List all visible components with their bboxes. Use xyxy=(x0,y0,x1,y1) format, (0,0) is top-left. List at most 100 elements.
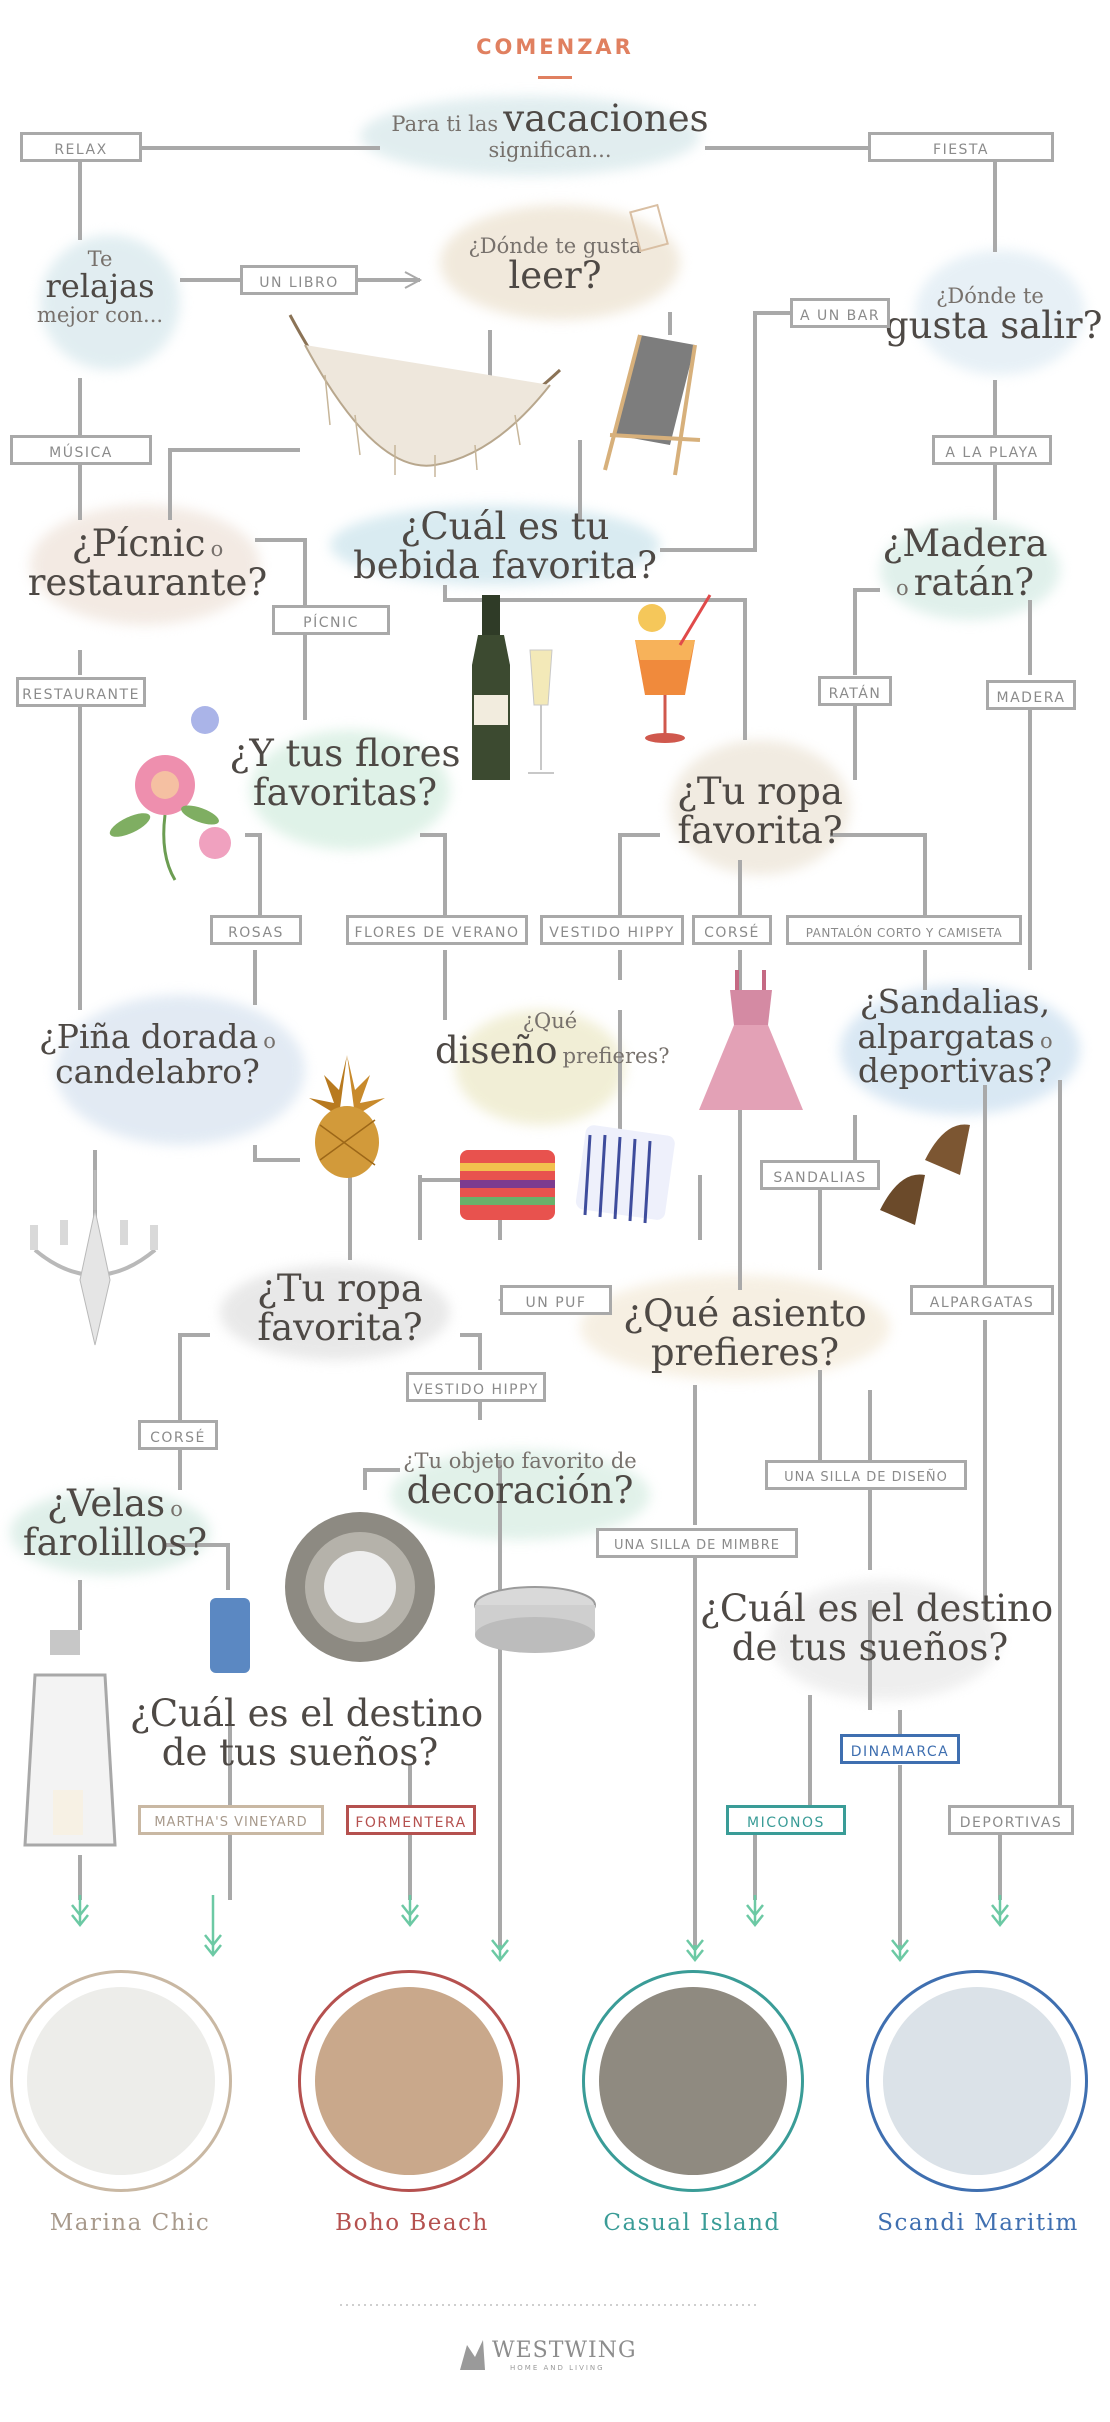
blob-ropa1 xyxy=(670,740,850,875)
sandals-icon xyxy=(880,1124,970,1225)
blob-flores xyxy=(250,730,450,850)
cocktail-icon xyxy=(635,594,712,743)
question-text: o xyxy=(210,537,224,561)
option-alpargatas[interactable]: ALPARGATAS xyxy=(910,1285,1054,1315)
question-text: ¿Piña dorada xyxy=(39,1017,259,1056)
option-deportivas[interactable]: DEPORTIVAS xyxy=(948,1805,1074,1835)
chandelier-icon xyxy=(30,1170,158,1346)
option-picnic[interactable]: PÍCNIC xyxy=(272,605,390,635)
question-text: ¿Cuál es el destino xyxy=(700,1587,1054,1630)
option-marthas-vineyard[interactable]: MARTHA'S VINEYARD xyxy=(138,1805,324,1835)
start-title[interactable]: COMENZAR xyxy=(476,35,634,59)
blob-salir xyxy=(915,250,1085,375)
question-salir: ¿Dónde te gusta salir? xyxy=(885,285,1102,346)
question-objeto: ¿Tu objeto favorito de decoración? xyxy=(390,1450,650,1511)
option-sandalias[interactable]: SANDALIAS xyxy=(760,1160,880,1190)
option-flores-de-verano[interactable]: FLORES DE VERANO xyxy=(346,915,528,945)
blob-objeto xyxy=(390,1450,650,1540)
option-dinamarca[interactable]: DINAMARCA xyxy=(840,1734,960,1764)
question-text: ratán? xyxy=(913,560,1035,604)
candle-icon xyxy=(210,1598,250,1673)
dress-icon xyxy=(699,970,803,1110)
result-boho-beach[interactable]: Boho Beach xyxy=(335,2210,489,2236)
tray-icon xyxy=(474,1586,596,1653)
question-velas: ¿Velas o farolillos? xyxy=(15,1484,215,1564)
question-text: restaurante? xyxy=(27,560,268,604)
option-formentera[interactable]: FORMENTERA xyxy=(346,1805,476,1835)
option-madera[interactable]: MADERA xyxy=(986,680,1076,710)
option-a-la-playa[interactable]: A LA PLAYA xyxy=(932,435,1052,465)
question-leer: ¿Dónde te gusta leer? xyxy=(430,235,680,296)
question-text: vacaciones xyxy=(503,97,709,140)
question-flores: ¿Y tus flores favoritas? xyxy=(225,734,465,814)
hammock-icon xyxy=(288,314,562,477)
option-silla-mimbre[interactable]: UNA SILLA DE MIMBRE xyxy=(596,1528,798,1558)
flowers-icon xyxy=(109,706,231,881)
blob-diseno xyxy=(455,1010,625,1125)
lantern-icon xyxy=(23,1630,117,1847)
striped-cushion-icon xyxy=(460,1150,555,1220)
question-text: o xyxy=(170,1497,183,1521)
brand-name[interactable]: WESTWING xyxy=(492,2338,637,2363)
option-restaurante[interactable]: RESTAURANTE xyxy=(16,677,146,707)
blob-velas xyxy=(10,1490,210,1575)
option-rosas[interactable]: ROSAS xyxy=(210,915,302,945)
option-miconos[interactable]: MICONOS xyxy=(726,1805,846,1835)
blue-cushion-icon xyxy=(575,1125,675,1224)
option-un-libro[interactable]: UN LIBRO xyxy=(240,265,358,295)
question-madera: ¿Madera o ratán? xyxy=(880,524,1050,604)
result-scandi-maritim[interactable]: Scandi Maritim xyxy=(877,2210,1079,2236)
option-un-puf[interactable]: UN PUF xyxy=(500,1285,612,1315)
question-text: o xyxy=(1039,1028,1053,1053)
beach-chair-icon xyxy=(603,334,701,476)
question-text: o xyxy=(895,575,909,600)
question-diseno: ¿Qué diseño prefieres? xyxy=(435,1010,669,1071)
question-text: alpargatas xyxy=(857,1016,1035,1056)
option-vestido-hippy[interactable]: VESTIDO HIPPY xyxy=(540,915,684,945)
pineapple-icon xyxy=(309,1055,385,1178)
question-asiento: ¿Qué asiento prefieres? xyxy=(620,1294,870,1373)
question-text: gusta salir? xyxy=(885,304,1103,348)
question-text: ¿Cuál es tu xyxy=(400,505,610,548)
question-bebida: ¿Cuál es tu bebida favorita? xyxy=(345,505,665,586)
question-vacaciones: Para ti las vacaciones significan... xyxy=(390,97,710,162)
question-text: relajas xyxy=(45,267,155,306)
option-a-un-bar[interactable]: A UN BAR xyxy=(790,298,890,328)
option-pantalon[interactable]: PANTALÓN CORTO Y CAMISETA xyxy=(786,915,1022,945)
option-corse-2[interactable]: CORSÉ xyxy=(138,1420,218,1450)
question-pina: ¿Piña dorada o candelabro? xyxy=(25,1017,290,1089)
result-boho-beach-circle[interactable] xyxy=(298,1970,520,2192)
question-text: Te xyxy=(87,247,113,271)
question-sandalias: ¿Sandalias, alpargatas o deportivas? xyxy=(840,984,1070,1089)
blob-leer xyxy=(440,205,680,320)
result-scandi-maritim-circle[interactable] xyxy=(866,1970,1088,2192)
result-casual-island-circle[interactable] xyxy=(582,1970,804,2192)
question-text: ¿Cuál es el destino xyxy=(130,1692,484,1735)
blob-start xyxy=(360,96,700,176)
title-underline xyxy=(538,76,572,79)
option-corse[interactable]: CORSÉ xyxy=(692,915,772,945)
option-silla-diseno[interactable]: UNA SILLA DE DISEÑO xyxy=(765,1460,967,1490)
question-text: farolillos? xyxy=(22,1520,208,1564)
interior-photo xyxy=(883,1987,1071,2175)
question-ropa1: ¿Tu ropa favorita? xyxy=(660,772,860,851)
option-ratan[interactable]: RATÁN xyxy=(818,676,892,706)
option-fiesta[interactable]: FIESTA xyxy=(868,132,1054,162)
option-relax[interactable]: RELAX xyxy=(20,132,142,162)
option-musica[interactable]: MÚSICA xyxy=(10,435,152,465)
question-picnic: ¿Pícnic o restaurante? xyxy=(25,524,270,604)
question-destino2: ¿Cuál es el destino de tus sueños? xyxy=(700,1589,1053,1668)
sunburst-mirror-icon xyxy=(285,1512,435,1662)
result-marina-chic[interactable]: Marina Chic xyxy=(49,2210,211,2236)
question-text: favoritas? xyxy=(252,770,438,814)
question-text: mejor con... xyxy=(36,302,164,327)
westwing-logo-icon xyxy=(460,2340,485,2370)
result-casual-island[interactable]: Casual Island xyxy=(603,2210,781,2236)
question-text: ¿Tu ropa xyxy=(257,1267,423,1310)
blob-sandalias xyxy=(840,985,1080,1115)
question-text: significan... xyxy=(488,137,612,162)
question-text: prefieres? xyxy=(562,1044,670,1069)
result-marina-chic-circle[interactable] xyxy=(10,1970,232,2192)
option-vestido-hippy-2[interactable]: VESTIDO HIPPY xyxy=(406,1372,546,1402)
brand-tagline: HOME AND LIVING xyxy=(510,2364,605,2372)
